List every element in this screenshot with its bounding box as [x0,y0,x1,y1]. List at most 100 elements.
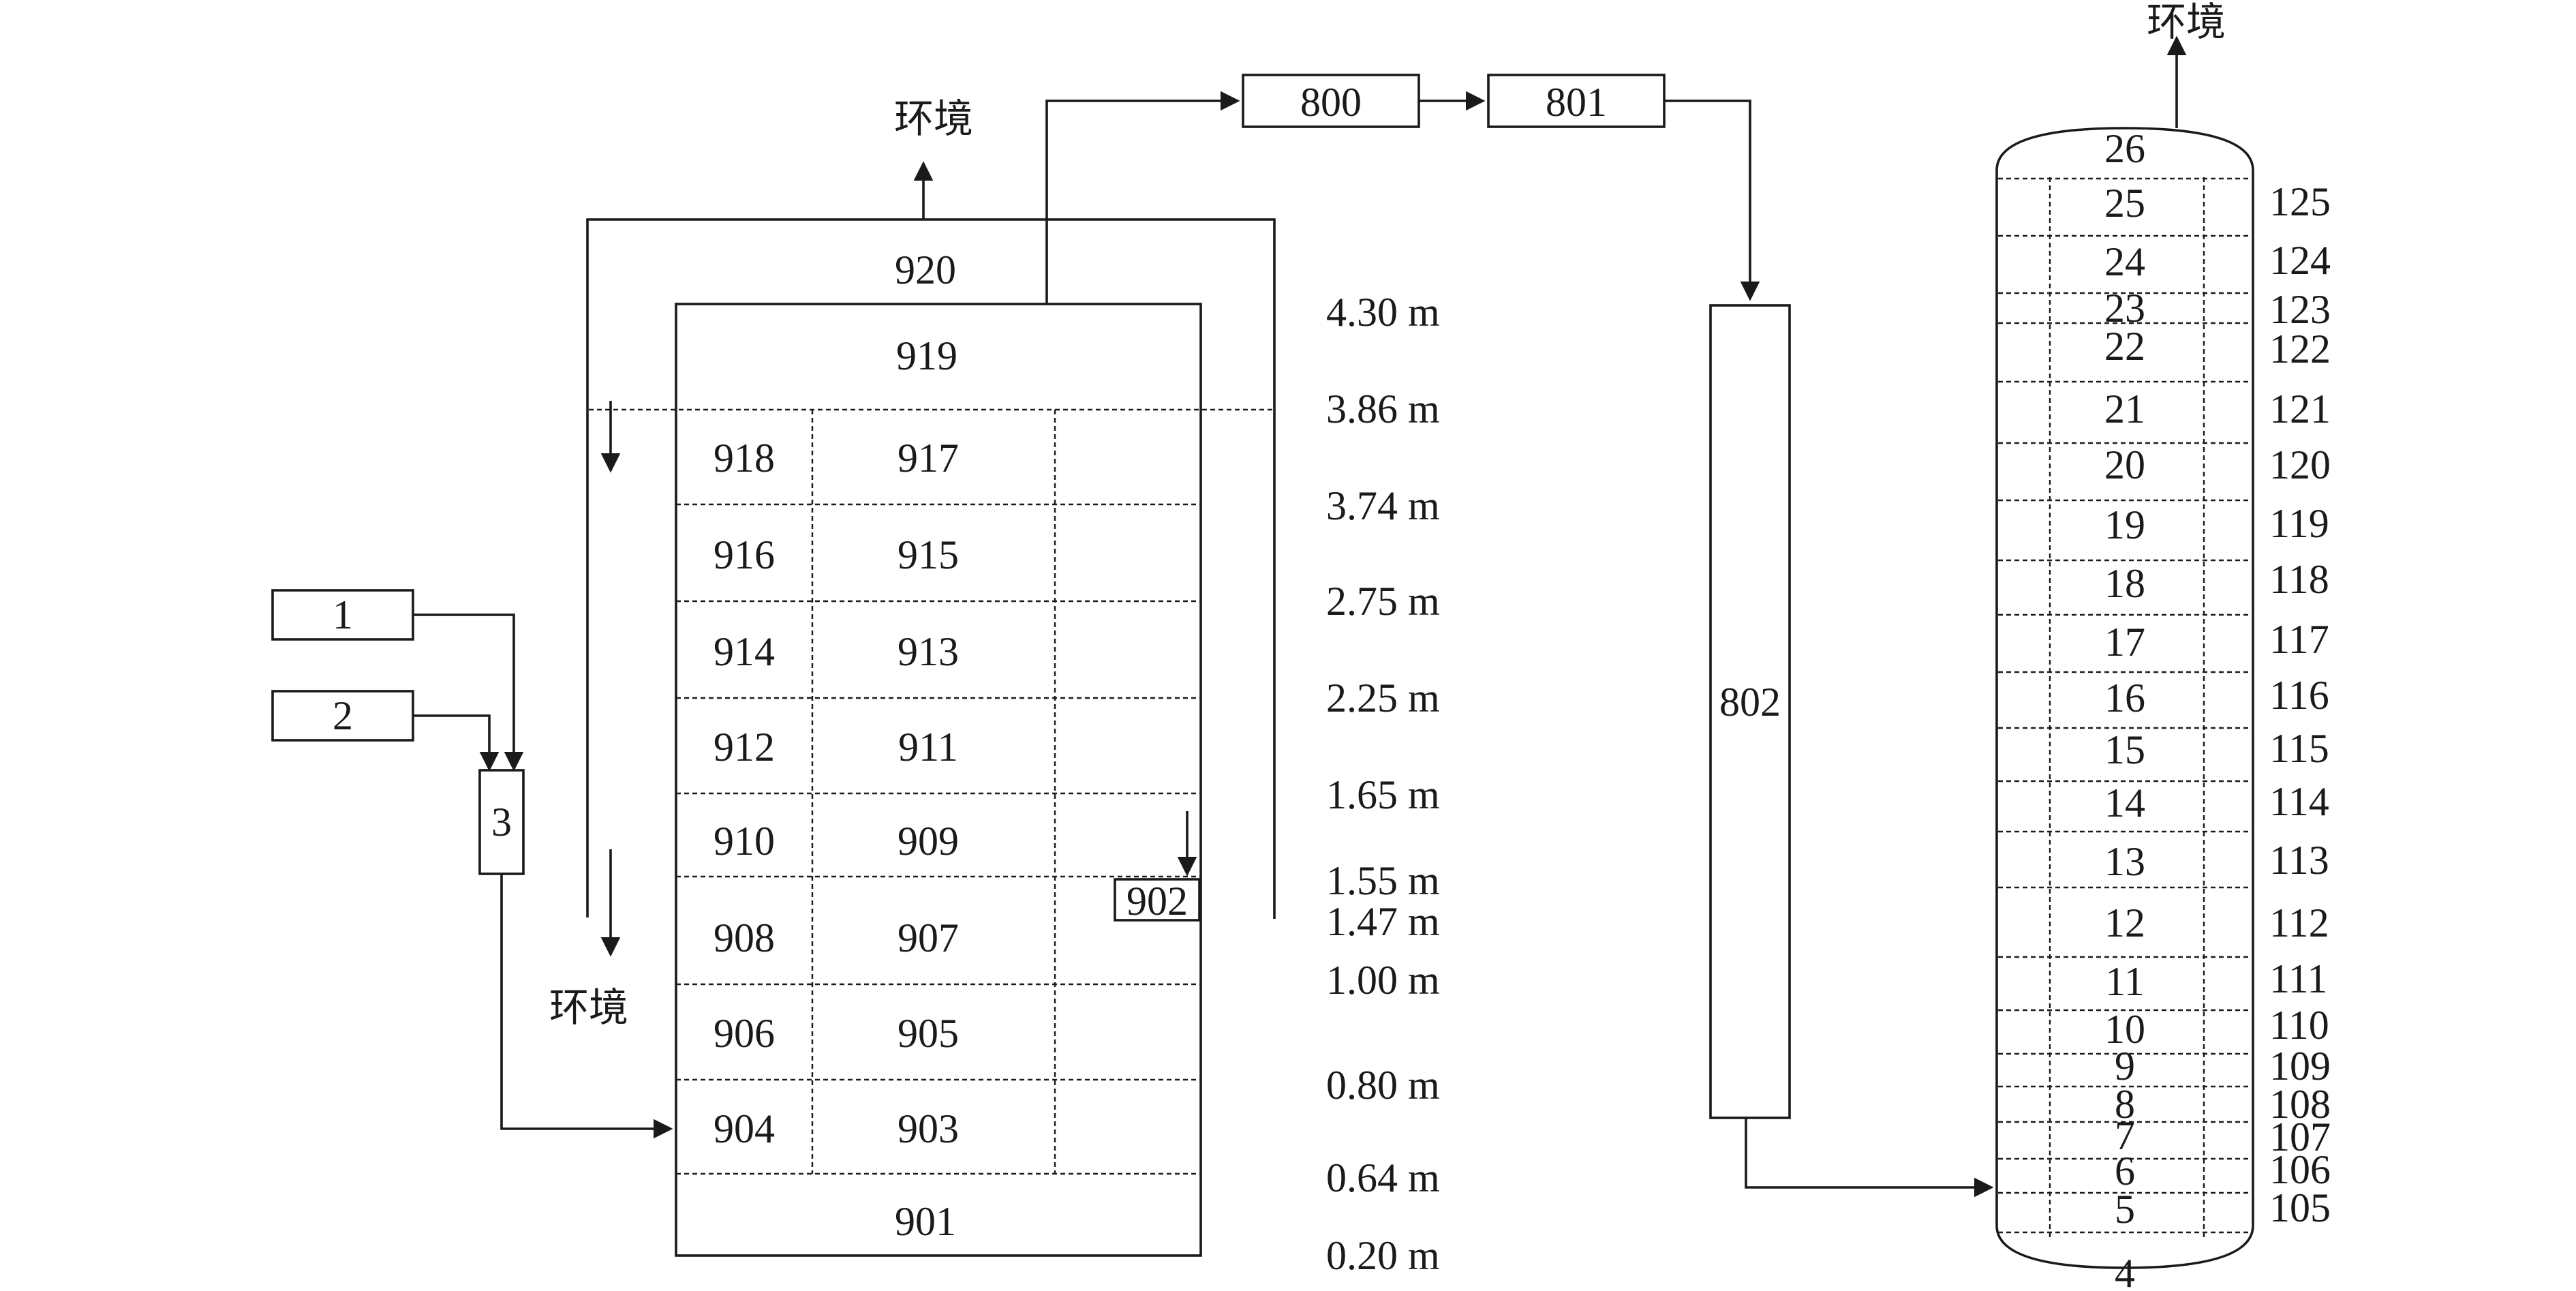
column-stage-inner-label: 5 [2115,1187,2135,1232]
jacket-outline [586,218,1276,919]
flow-801-to-802 [1664,100,1760,301]
column-stage-inner-label: 10 [2104,1007,2145,1052]
height-label: 4.30 m [1326,290,1440,335]
column-stage-outer-label: 124 [2269,238,2331,283]
column-stage-outer-label: 125 [2269,179,2331,224]
column-stage-outer-label: 114 [2269,779,2329,824]
chamber-body [675,303,1202,1257]
height-label: 2.75 m [1326,579,1440,624]
cell-915: 915 [898,532,959,577]
column-stage-outer-label: 121 [2269,386,2331,431]
column-stage-inner-label: 15 [2104,727,2145,772]
flow-3-to-904 [500,874,673,1139]
environment-label-left: 环境 [549,984,628,1031]
column-stage-inner-label: 24 [2104,239,2145,284]
column-stage-outer-label: 105 [2269,1185,2331,1230]
column-stage-inner-label: 17 [2104,620,2145,665]
height-label: 3.86 m [1326,386,1440,431]
column-stage-inner-label: 21 [2104,386,2145,431]
height-label: 1.47 m [1326,899,1440,944]
column-stage-inner-label: 14 [2104,780,2145,825]
environment-label-top: 环境 [894,95,973,142]
source-section: 1 2 3 [271,589,673,1139]
column-stage-outer-label: 111 [2269,956,2328,1001]
column-stage-inner-label: 13 [2104,839,2145,884]
unit-802-label: 802 [1719,680,1781,725]
column-stage-inner-label: 6 [2115,1149,2135,1194]
height-label: 0.20 m [1326,1233,1440,1278]
height-scale: 4.30 m 3.86 m 3.74 m 2.75 m 2.25 m 1.65 … [1326,290,1440,1278]
column-stage-inner-label: 12 [2104,900,2145,945]
zone-901: 901 [895,1199,956,1244]
cell-910: 910 [714,819,775,864]
cell-914: 914 [714,629,775,674]
column-stage-outer-label: 116 [2269,673,2329,718]
zone-919: 919 [896,333,957,378]
column-bottom-cap: 4 [2115,1251,2135,1291]
column-stage-outer-label: 106 [2269,1147,2331,1192]
cell-913: 913 [898,629,959,674]
cell-904: 904 [714,1106,775,1151]
column-stage-inner-label: 25 [2104,181,2145,226]
column-stage-outer-label: 107 [2269,1114,2331,1159]
mixer-box-3 [478,769,525,875]
cell-906: 906 [714,1011,775,1056]
inlet-902-label: 902 [1126,879,1188,924]
source-box-1 [271,589,414,641]
column-stage-outer-label: 120 [2269,442,2331,487]
column-stage-outer-label: 112 [2269,900,2329,945]
source-box-1-label: 1 [333,592,353,637]
unit-800-label: 800 [1300,80,1362,125]
chamber: 环境 920 环境 919 901 918 917 916 915 914 91… [549,91,1276,1257]
cell-903: 903 [898,1106,959,1151]
cell-905: 905 [898,1011,959,1056]
column-stage-inner-label: 11 [2105,959,2145,1004]
column-stage-inner-label: 20 [2104,442,2145,487]
column-stage-inner-label: 16 [2104,675,2145,720]
source-box-2-label: 2 [333,693,353,738]
column-stage-outer-label: 119 [2269,501,2329,546]
column-stage-outer-label: 123 [2269,287,2331,332]
inlet-902-box [1114,878,1201,922]
column-stage-outer-label: 118 [2269,557,2329,602]
column-stage-outer-label: 113 [2269,838,2329,883]
column-outline [1995,127,2254,1269]
height-label: 0.64 m [1326,1155,1440,1200]
column-stage-outer-label: 110 [2269,1003,2329,1048]
column-stage-inner-label: 22 [2104,324,2145,369]
column-stage-outer-label: 115 [2269,726,2329,771]
cell-917: 917 [898,436,959,481]
column-stage-inner-label: 8 [2115,1082,2135,1127]
flow-2-to-3 [413,714,500,772]
cell-909: 909 [898,819,959,864]
column-stage-inner-label: 23 [2104,286,2145,331]
flow-chamber-to-800 [1045,91,1240,304]
height-label: 1.00 m [1326,958,1440,1003]
flow-1-to-3 [413,613,524,772]
height-label: 2.25 m [1326,675,1440,720]
column-stage-outer-label: 117 [2269,617,2329,662]
cell-916: 916 [714,532,775,577]
height-label: 1.65 m [1326,772,1440,817]
unit-800-box [1242,74,1420,128]
column-stage-inner-label: 7 [2115,1113,2135,1158]
column-top-cap: 26 [2104,126,2145,171]
column-stage-inner-label: 9 [2115,1044,2135,1089]
height-label: 1.55 m [1326,858,1440,903]
cell-907: 907 [898,915,959,960]
column-stage-outer-label: 109 [2269,1044,2331,1089]
column-stage-inner-label: 18 [2104,561,2145,606]
zone-920: 920 [895,247,956,292]
mixer-box-3-label: 3 [491,800,512,845]
environment-label-column: 环境 [2147,0,2226,45]
cell-918: 918 [714,436,775,481]
cell-911: 911 [898,725,958,770]
column-stage-outer-label: 108 [2269,1082,2331,1127]
source-box-2 [271,690,414,742]
cell-908: 908 [714,915,775,960]
height-label: 0.80 m [1326,1063,1440,1108]
flow-802-to-column [1745,1118,1994,1198]
column-stage-outer-label: 122 [2269,326,2331,371]
column-stage-inner-label: 19 [2104,502,2145,547]
